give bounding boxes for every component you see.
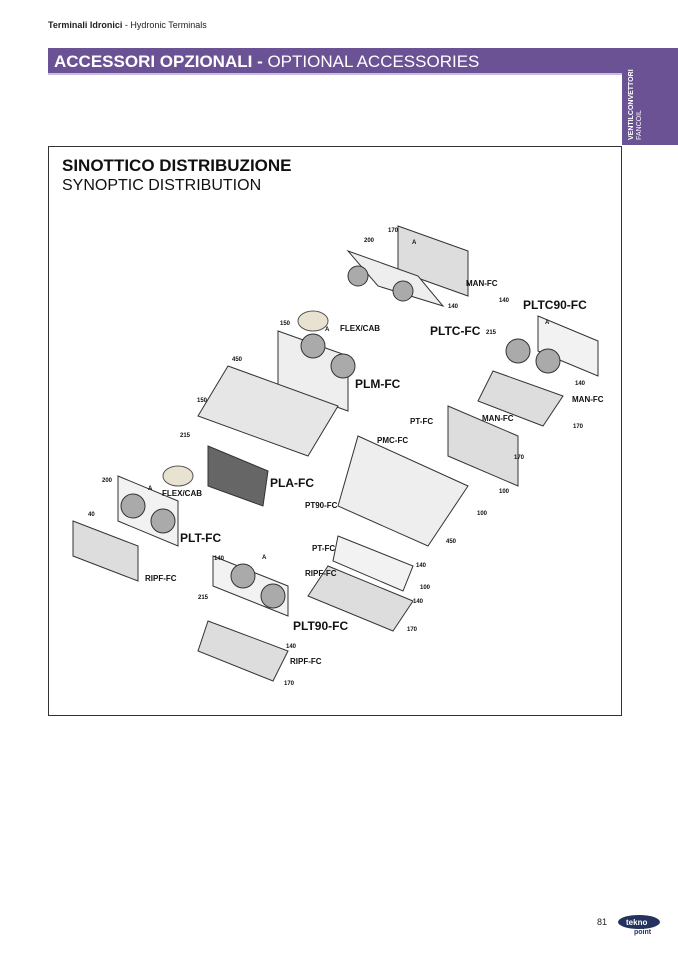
dimension: 100 — [499, 489, 510, 495]
side-tab — [622, 48, 678, 145]
dimension: 140 — [416, 563, 427, 569]
dimension: A — [262, 555, 267, 561]
label-ripf-fc-bottom: RIPF-FC — [290, 657, 322, 666]
ripf-fc-grille-bottom — [197, 620, 289, 682]
exploded-diagram — [72, 225, 599, 682]
section-title-en: SYNOPTIC DISTRIBUTION — [62, 177, 262, 194]
dimension: 170 — [573, 424, 584, 430]
label-pt90-fc: PT90-FC — [305, 501, 338, 510]
dimension: A — [325, 327, 330, 333]
dimension: 150 — [280, 321, 291, 327]
duct-collar — [535, 348, 561, 374]
dimension: 140 — [286, 644, 297, 650]
duct-collar — [230, 563, 256, 589]
man-fc-grille-top — [397, 225, 469, 297]
label-ripf-fc-mid: RIPF-FC — [305, 569, 337, 578]
dimension: 170 — [407, 627, 418, 633]
label-plt-fc: PLT-FC — [180, 531, 222, 545]
pla-fc-grille — [207, 445, 269, 507]
header-title-rest: OPTIONAL ACCESSORIES — [262, 52, 480, 71]
duct-collar — [392, 280, 414, 302]
side-tab-line2: FANCOIL — [636, 110, 643, 140]
label-man-fc-mid: MAN-FC — [482, 414, 514, 423]
label-plt90-fc: PLT90-FC — [293, 619, 349, 633]
dimension: 215 — [198, 595, 209, 601]
dimension: 140 — [448, 304, 459, 310]
label-pt-fc-bottom: PT-FC — [312, 544, 336, 553]
dimension: 215 — [180, 433, 191, 439]
duct-collar — [150, 508, 176, 534]
duct-collar — [330, 353, 356, 379]
header-title-bold: ACCESSORI OPZIONALI - — [54, 52, 263, 71]
duct-collar — [300, 333, 326, 359]
label-plm-fc: PLM-FC — [355, 377, 401, 391]
dimension: A — [545, 320, 550, 326]
page-number: 81 — [597, 917, 608, 927]
dimension: 100 — [477, 511, 488, 517]
label-pmc-fc: PMC-FC — [377, 436, 409, 445]
label-man-fc-right: MAN-FC — [572, 395, 604, 404]
dimension: 170 — [284, 681, 295, 687]
label-pt-fc-top: PT-FC — [410, 417, 434, 426]
pt-fc-bottom — [332, 535, 414, 592]
label-pltc-fc: PLTC-FC — [430, 324, 481, 338]
section-header-band: ACCESSORI OPZIONALI - OPTIONAL ACCESSORI… — [48, 48, 622, 75]
label-pltc90-fc: PLTC90-FC — [523, 298, 587, 312]
dimension: A — [412, 240, 417, 246]
dimension: 140 — [575, 381, 586, 387]
dimension: 450 — [232, 357, 243, 363]
man-fc-grille-right — [477, 370, 564, 427]
duct-collar — [505, 338, 531, 364]
label-ripf-fc-left: RIPF-FC — [145, 574, 177, 583]
duct-collar — [260, 583, 286, 609]
dimension: 140 — [499, 298, 510, 304]
dimension: 140 — [413, 599, 424, 605]
label-pla-fc: PLA-FC — [270, 476, 314, 490]
breadcrumb-rest: - Hydronic Terminals — [122, 20, 207, 30]
flex-cab-duct — [297, 310, 329, 332]
dimension: 200 — [364, 238, 375, 244]
duct-collar — [120, 493, 146, 519]
dimension: 40 — [88, 512, 95, 518]
label-flex-cab-top: FLEX/CAB — [340, 324, 380, 333]
man-fc-grille-mid — [447, 405, 519, 487]
label-flex-cab-left: FLEX/CAB — [162, 489, 202, 498]
side-tab-line1: VENTILCONVETTORI — [628, 69, 635, 140]
ripf-fc-grille-left — [72, 520, 139, 582]
dimension: 170 — [514, 455, 525, 461]
flex-cab-duct — [162, 465, 194, 487]
pltc90-fc-plenum — [537, 315, 599, 377]
section-title-it: SINOTTICO DISTRIBUZIONE — [62, 156, 292, 175]
dimension: 215 — [486, 330, 497, 336]
dimension: 140 — [214, 556, 225, 562]
ripf-fc-grille-mid — [307, 565, 414, 632]
duct-collar — [347, 265, 369, 287]
dimension: A — [148, 486, 153, 492]
dimension: 150 — [197, 398, 208, 404]
dimension: 100 — [420, 585, 431, 591]
logo-top-text: tekno — [626, 918, 647, 927]
breadcrumb-bold: Terminali Idronici — [48, 20, 123, 30]
dimension: 170 — [388, 228, 399, 234]
diagram-frame — [48, 146, 622, 716]
dimension: 450 — [446, 539, 457, 545]
pla-fc-body — [197, 365, 339, 457]
dimension: 200 — [102, 478, 113, 484]
logo-bottom-text: point — [634, 929, 652, 936]
breadcrumb: Terminali Idronici - Hydronic Terminals — [48, 20, 207, 30]
label-man-fc-top: MAN-FC — [466, 279, 498, 288]
tekno-point-logo: tekno point — [618, 915, 660, 936]
pt90-fc-body — [337, 435, 469, 547]
